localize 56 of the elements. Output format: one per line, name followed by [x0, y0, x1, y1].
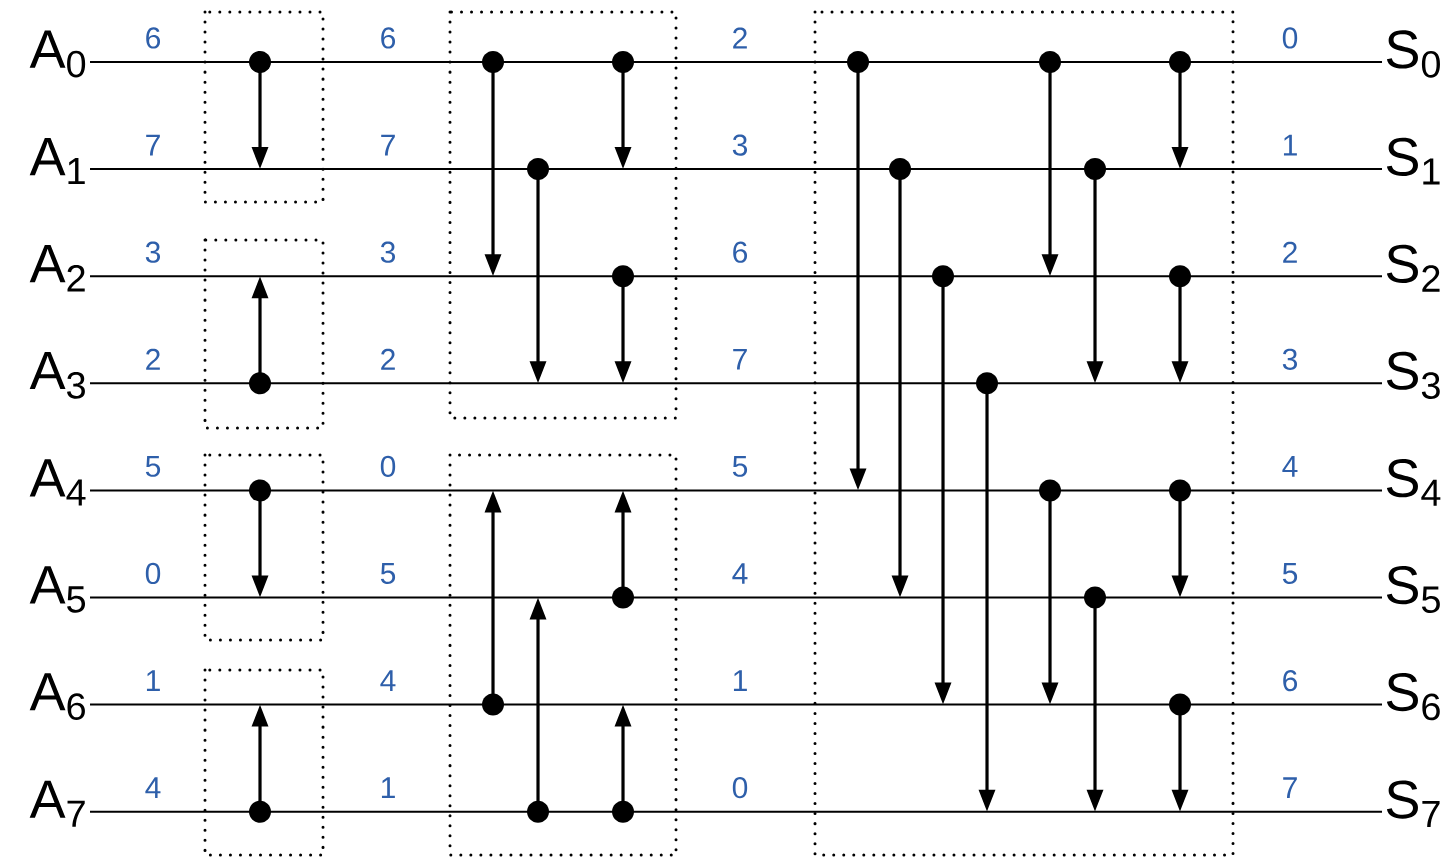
wire-value: 1 — [1283, 134, 1297, 156]
wire-label: S$_{4}$ — [1386, 459, 1441, 506]
wire — [89, 489, 1383, 492]
wire-value: 1 — [146, 670, 160, 691]
wire-value: 7 — [733, 348, 747, 370]
wire-label: A$_{2}$ — [29, 244, 85, 292]
wire-label: A$_{5}$ — [29, 566, 86, 613]
wire — [89, 168, 1383, 171]
wire-label: S$_{5}$ — [1386, 566, 1440, 613]
wire-value: 3 — [145, 241, 161, 263]
wire-label: A$_{7}$ — [29, 780, 85, 827]
wire-value: 4 — [145, 777, 161, 798]
wire-value: 6 — [1283, 669, 1298, 692]
wire-label: S$_{2}$ — [1386, 244, 1440, 292]
wire-value: 1 — [381, 777, 395, 798]
wire — [89, 596, 1383, 599]
wire-label: A$_{3}$ — [29, 351, 85, 399]
wire-value: 2 — [146, 348, 160, 370]
wire-label: A$_{4}$ — [29, 459, 86, 506]
wire-value: 2 — [381, 348, 395, 370]
wire — [89, 382, 1383, 385]
wire-value: 1 — [733, 670, 747, 691]
wire-value: 7 — [146, 134, 160, 156]
wire-value: 3 — [732, 134, 748, 156]
wire-label: S$_{7}$ — [1386, 780, 1440, 827]
wire-label: A$_{6}$ — [29, 673, 85, 720]
wire-label: A$_{1}$ — [29, 138, 85, 185]
wire-value: 6 — [733, 241, 748, 263]
wire-value: 5 — [145, 455, 161, 477]
wire-label: S$_{6}$ — [1386, 672, 1440, 721]
wire-value: 3 — [1282, 348, 1298, 370]
wire-value: 0 — [145, 562, 161, 585]
wire-value: 5 — [732, 455, 748, 477]
wire-value: 0 — [1282, 27, 1298, 49]
wire — [89, 810, 1383, 813]
wire-value: 4 — [1282, 456, 1298, 477]
wire-value: 6 — [146, 27, 161, 49]
wire-value: 2 — [1283, 241, 1297, 263]
wire-value: 6 — [381, 27, 396, 49]
wire — [89, 61, 1383, 63]
wire-value: 7 — [1283, 777, 1297, 798]
wire-value: 5 — [380, 563, 396, 584]
wire-value: 5 — [1282, 563, 1298, 584]
wire-value: 4 — [732, 563, 748, 584]
wire-label: S$_{3}$ — [1386, 351, 1440, 399]
wire-value: 2 — [733, 27, 747, 49]
wire-value: 0 — [380, 455, 396, 477]
wire-value: 7 — [381, 134, 395, 156]
wire — [89, 703, 1383, 706]
wire-value: 0 — [732, 777, 748, 799]
wire-value: 4 — [380, 670, 396, 691]
wire-label: A$_{0}$ — [29, 30, 86, 78]
wire — [89, 275, 1383, 278]
wire-label: S$_{0}$ — [1386, 30, 1440, 78]
wire-label: S$_{1}$ — [1386, 137, 1440, 185]
wire-value: 3 — [380, 241, 396, 263]
